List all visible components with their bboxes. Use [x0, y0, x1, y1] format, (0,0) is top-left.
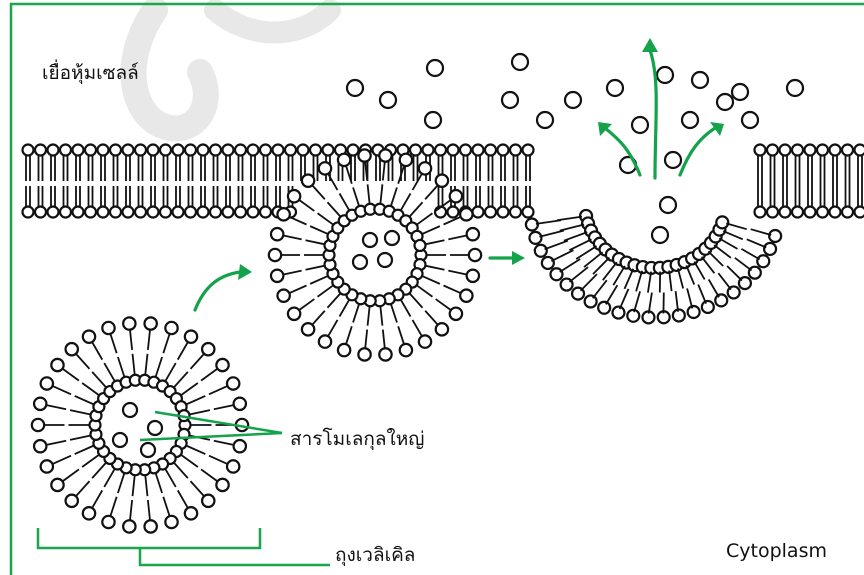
vesicle-label: ถุงเวลิเคิล — [335, 540, 415, 570]
cytoplasm-label: Cytoplasm — [726, 540, 827, 562]
large-molecule-label: สารโมเลกุลใหญ่ — [290, 424, 424, 454]
vesicle-free — [32, 317, 248, 532]
watermark-logo — [134, 10, 330, 128]
vesicle-fusing — [269, 149, 481, 360]
cell-membrane — [23, 145, 864, 324]
cell-membrane-label: เยื่อหุ้มเซลล์ — [42, 58, 139, 88]
vesicle-bracket — [38, 528, 330, 565]
